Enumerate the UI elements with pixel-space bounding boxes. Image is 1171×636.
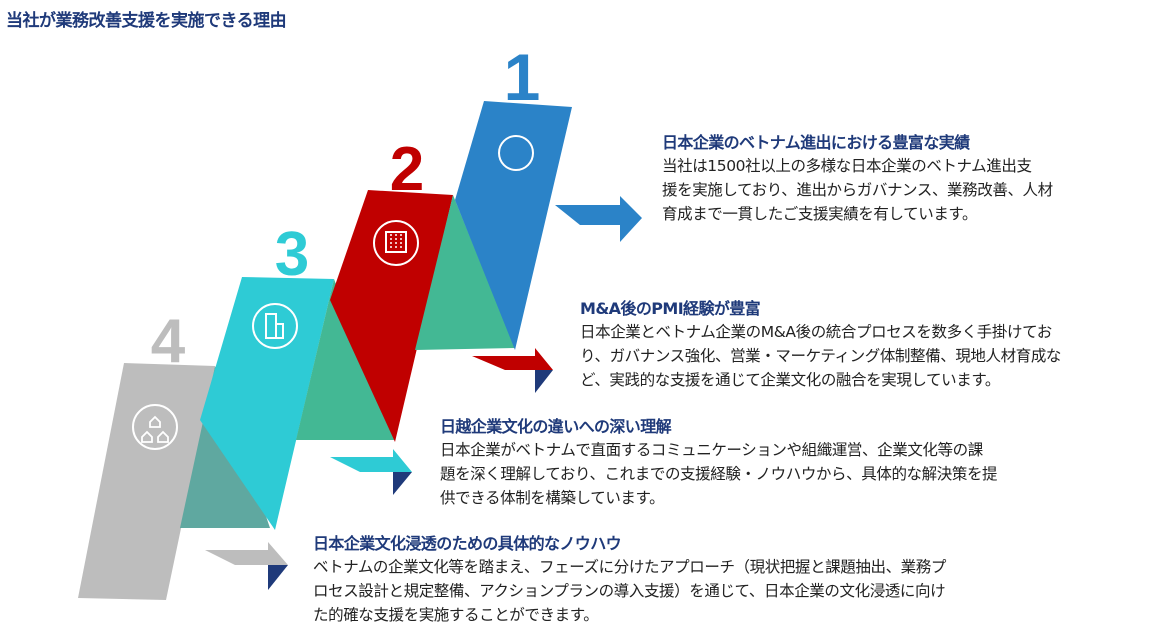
houses-icon <box>132 404 178 450</box>
step-2-number: 2 <box>390 135 424 204</box>
step-3-arrow-icon <box>330 449 412 495</box>
step-4-arrow-icon <box>205 542 288 590</box>
step-3-panel <box>200 277 334 530</box>
step-1-number: 1 <box>504 40 541 114</box>
circle-icon <box>498 135 534 171</box>
step-4-line: た的確な支援を実施することができます。 <box>313 606 599 624</box>
step-4-description: 日本企業文化浸透のための具体的なノウハウ ベトナムの企業文化等を踏まえ、フェーズ… <box>313 533 946 627</box>
step-1-description: 日本企業のベトナム進出における豊富な実績 当社は1500社以上の多様な日本企業の… <box>662 132 1053 226</box>
step-1-line: 育成まで一貫したご支援実績を有しています。 <box>662 205 978 223</box>
step-3-fold <box>296 279 395 440</box>
step-4-line: ロセス設計と規定整備、アクションプランの導入支援）を通じて、日本企業の文化浸透に… <box>313 582 946 600</box>
step-1-panel <box>455 101 572 350</box>
step-2-line: り、ガバナンス強化、営業・マーケティング体制整備、現地人材育成な <box>580 347 1062 365</box>
step-3-line: 供できる体制を構築しています。 <box>440 489 665 507</box>
step-4-title: 日本企業文化浸透のための具体的なノウハウ <box>313 534 622 553</box>
step-1-arrow-icon <box>555 196 642 242</box>
step-1-line: 当社は1500社以上の多様な日本企業のベトナム進出支 <box>662 157 1032 175</box>
step-3-number: 3 <box>275 220 309 289</box>
step-3-description: 日越企業文化の違いへの深い理解 日本企業がベトナムで直面するコミュニケーションや… <box>440 416 998 510</box>
step-3-title: 日越企業文化の違いへの深い理解 <box>440 417 672 436</box>
step-4-line: ベトナムの企業文化等を踏まえ、フェーズに分けたアプローチ（現状把握と課題抽出、業… <box>313 558 946 576</box>
step-4-panel <box>78 363 215 600</box>
page-title: 当社が業務改善支援を実施できる理由 <box>6 11 287 31</box>
step-2-line: 日本企業とベトナム企業のM&A後の統合プロセスを数多く手掛けてお <box>580 323 1052 341</box>
step-2-fold <box>415 195 515 350</box>
step-2-panel <box>330 190 453 442</box>
office-building-icon <box>373 220 419 266</box>
buildings-icon <box>252 303 298 349</box>
step-4-number: 4 <box>151 307 186 376</box>
step-3-line: 日本企業がベトナムで直面するコミュニケーションや組織運営、企業文化等の課 <box>440 441 983 459</box>
step-2-line: ど、実践的な支援を通じて企業文化の融合を実現しています。 <box>580 371 1001 389</box>
step-1-line: 援を実施しており、進出からガバナンス、業務改善、人材 <box>662 181 1053 199</box>
step-2-arrow-icon <box>472 348 553 393</box>
step-2-title: M&A後のPMI経験が豊富 <box>580 299 761 318</box>
step-3-line: 題を深く理解しており、これまでの支援経験・ノウハウから、具体的な解決策を提 <box>440 465 998 483</box>
step-1-title: 日本企業のベトナム進出における豊富な実績 <box>662 133 970 152</box>
step-2-description: M&A後のPMI経験が豊富 日本企業とベトナム企業のM&A後の統合プロセスを数多… <box>580 298 1061 392</box>
